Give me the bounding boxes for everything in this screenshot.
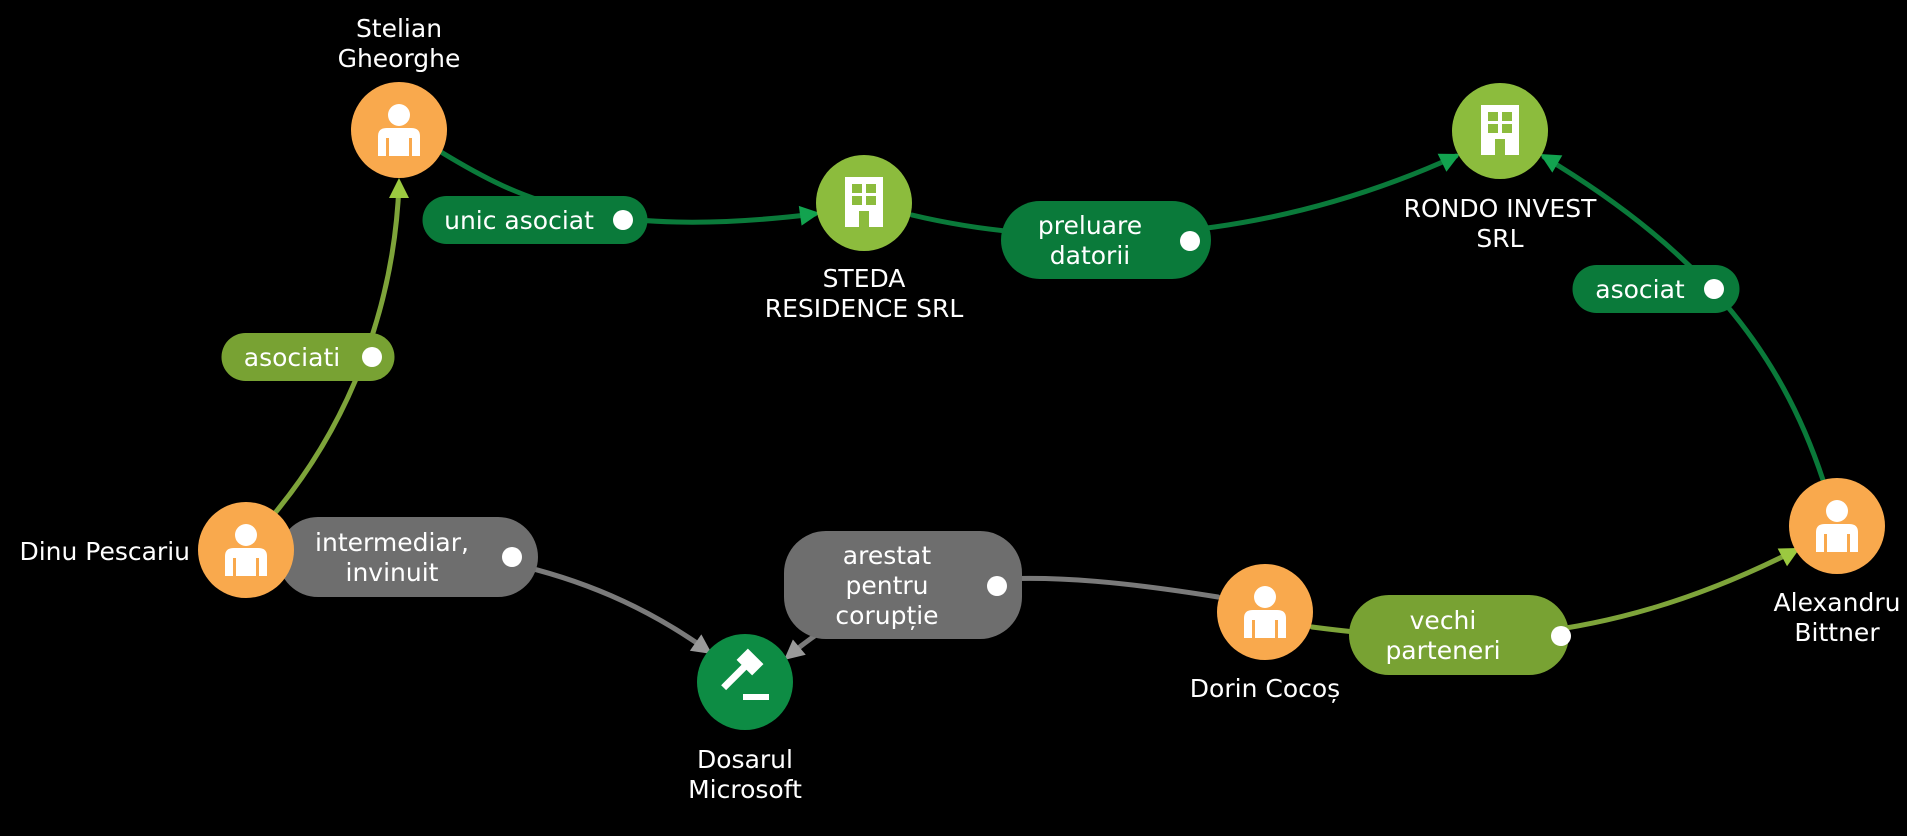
edge-handle-dot[interactable] xyxy=(1704,279,1724,299)
gavel-icon xyxy=(721,648,769,700)
edge-label-text: asociat xyxy=(1595,275,1685,304)
arrowhead-icon xyxy=(784,639,806,660)
edge-label-pill xyxy=(1572,265,1740,313)
node-label: Microsoft xyxy=(688,775,802,804)
edge-label-pill xyxy=(221,333,395,381)
node-circle[interactable] xyxy=(697,634,793,730)
edge-label-pill xyxy=(1001,201,1211,279)
node-label: Dinu Pescariu xyxy=(19,537,190,566)
edge-label-text: arestat xyxy=(843,541,932,570)
edge-label-text: preluare xyxy=(1038,211,1142,240)
person-icon xyxy=(378,104,420,156)
edge-label-text: unic asociat xyxy=(444,206,594,235)
node-label: STEDA xyxy=(823,264,906,293)
edge-label-pill xyxy=(784,531,1022,639)
arrowhead-icon xyxy=(1777,548,1800,567)
edge-label-text: vechi xyxy=(1410,606,1477,635)
edge-label-e4[interactable]: asociati xyxy=(221,333,395,381)
node-label: RESIDENCE SRL xyxy=(765,294,964,323)
edge-label-e5[interactable]: intermediar,invinuit xyxy=(278,517,538,597)
person-icon xyxy=(1244,586,1286,638)
arrowhead-icon xyxy=(689,634,712,654)
edge-label-pill xyxy=(422,196,648,244)
edge-handle-dot[interactable] xyxy=(1180,231,1200,251)
person-icon xyxy=(1816,500,1858,552)
edge-label-text: pentru xyxy=(845,571,928,600)
edge-label-text: asociati xyxy=(244,343,340,372)
edge-label-pill xyxy=(278,517,538,597)
building-icon xyxy=(1481,105,1519,155)
node-label: Stelian xyxy=(356,14,442,43)
node-label: Alexandru xyxy=(1774,588,1901,617)
arrowhead-icon xyxy=(1540,154,1563,173)
node-label: RONDO INVEST xyxy=(1404,194,1597,223)
edge-label-text: datorii xyxy=(1050,241,1130,270)
edge-handle-dot[interactable] xyxy=(502,547,522,567)
node-label: Dosarul xyxy=(697,745,793,774)
edge-handle-dot[interactable] xyxy=(362,347,382,367)
building-icon xyxy=(845,177,883,227)
edge-label-text: parteneri xyxy=(1385,636,1500,665)
arrowhead-icon xyxy=(798,205,820,226)
node-label: Dorin Cocoș xyxy=(1190,674,1340,703)
person-icon xyxy=(225,524,267,576)
node-label: SRL xyxy=(1476,224,1523,253)
edge-label-text: invinuit xyxy=(346,558,439,587)
edge-handle-dot[interactable] xyxy=(1551,626,1571,646)
edge-handle-dot[interactable] xyxy=(613,210,633,230)
edge-handle-dot[interactable] xyxy=(987,576,1007,596)
edge-label-e3[interactable]: asociat xyxy=(1572,265,1740,313)
arrowhead-icon xyxy=(389,178,409,198)
node-label: Gheorghe xyxy=(338,44,461,73)
edge-label-text: intermediar, xyxy=(315,528,469,557)
arrowhead-icon xyxy=(1437,153,1460,172)
edge-label-pill xyxy=(1349,595,1569,675)
edge-label-text: corupție xyxy=(835,601,938,630)
edge-label-e1[interactable]: unic asociat xyxy=(422,196,648,244)
node-dorin[interactable]: Dorin Cocoș xyxy=(1190,564,1340,703)
node-label: Bittner xyxy=(1794,618,1880,647)
node-dinu[interactable]: Dinu Pescariu xyxy=(19,502,294,598)
